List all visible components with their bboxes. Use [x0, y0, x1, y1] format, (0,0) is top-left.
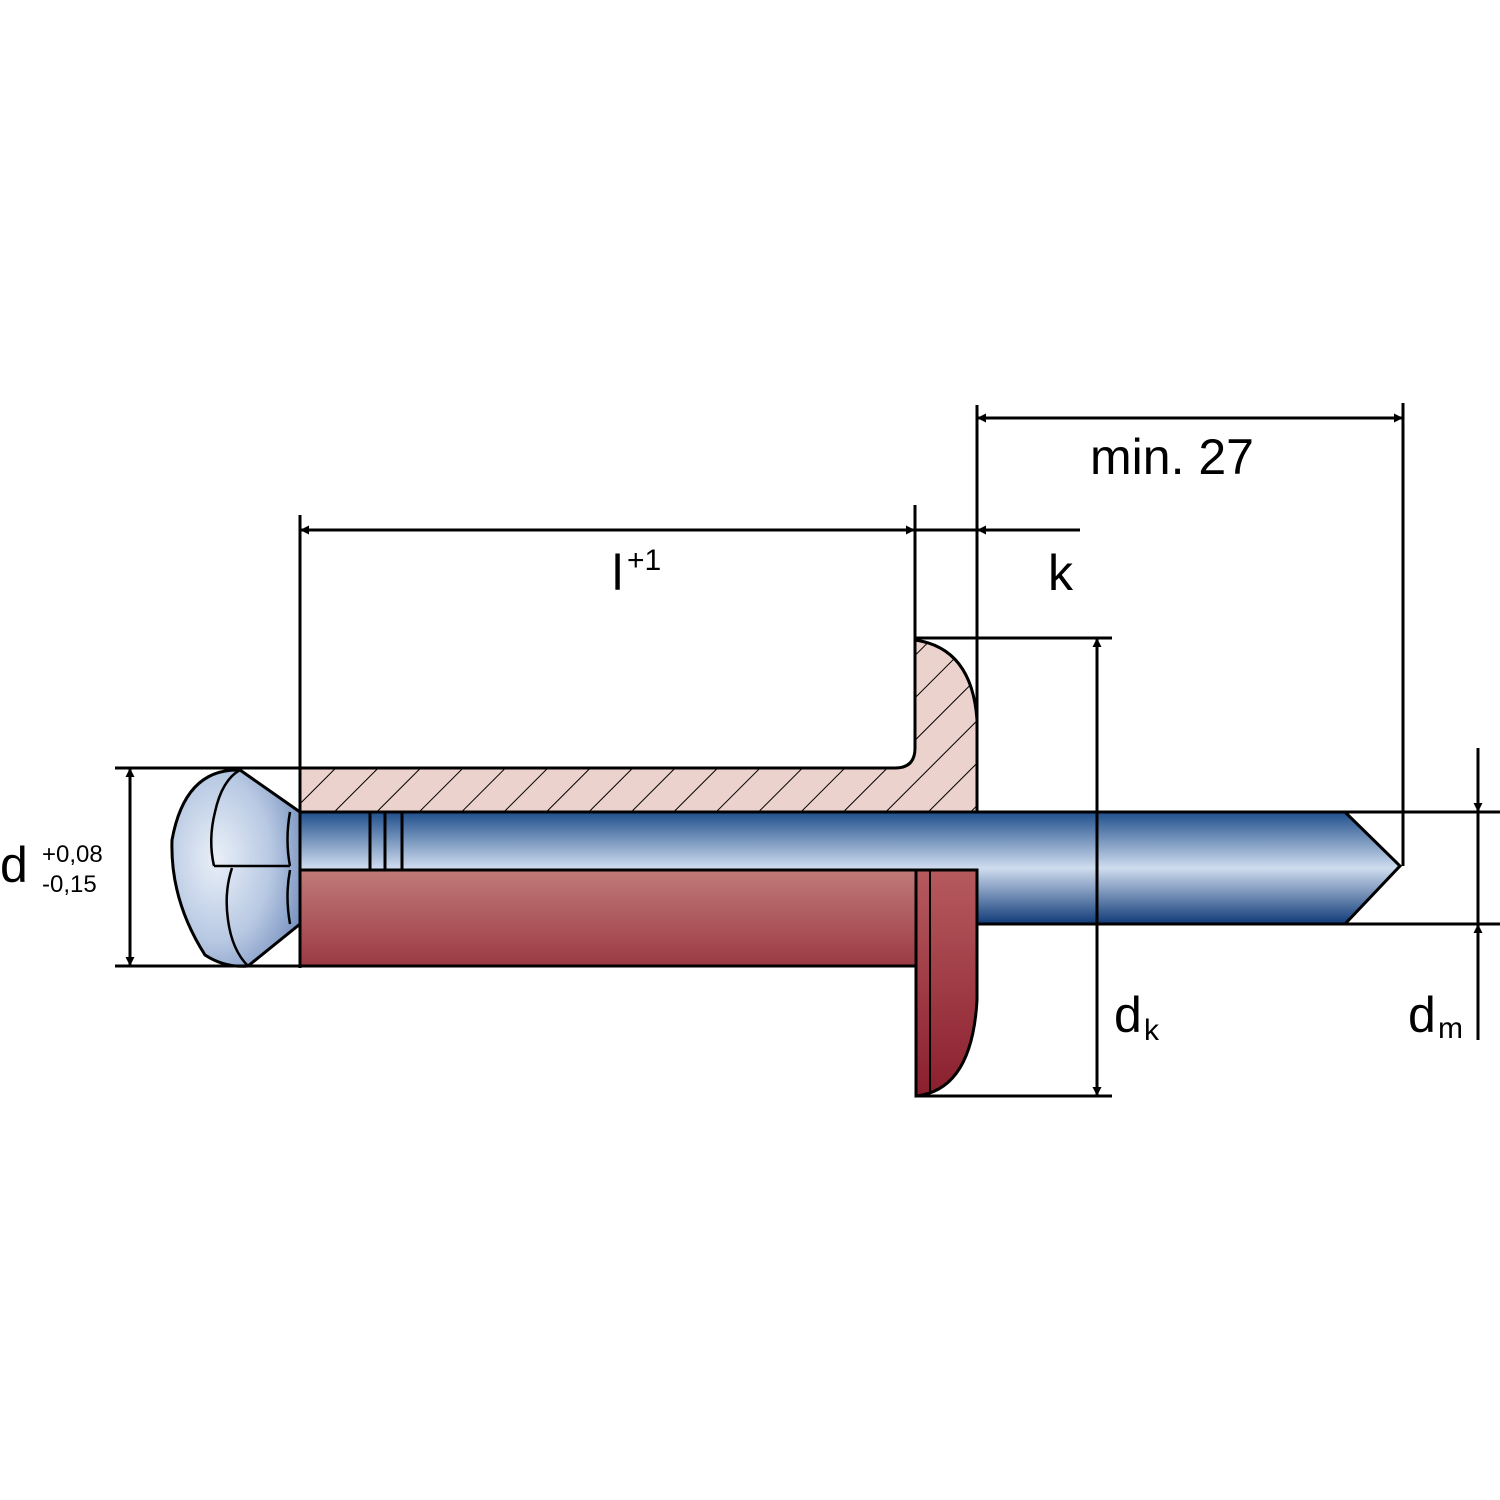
- label-head-height: k: [1048, 545, 1074, 601]
- mandrel-head: [170, 768, 302, 968]
- label-diameter: d: [0, 837, 28, 893]
- label-mandrel-min: min. 27: [1090, 429, 1254, 485]
- label-length: l: [612, 545, 623, 601]
- label-length-tolerance: +1: [627, 544, 661, 577]
- label-mandrel-diameter-sub: m: [1438, 1012, 1463, 1045]
- mandrel-head-lines: [210, 768, 292, 967]
- mandrel-break-notch: [368, 812, 404, 870]
- rivet-flange: [914, 868, 979, 1098]
- rivet-sleeve-section: [298, 638, 979, 814]
- label-mandrel-diameter: d: [1408, 987, 1436, 1043]
- rivet-sleeve-body: [298, 868, 918, 968]
- label-head-diameter: d: [1114, 987, 1142, 1043]
- label-diameter-tol-upper: +0,08: [42, 841, 103, 868]
- label-diameter-tol-lower: -0,15: [42, 871, 97, 898]
- label-head-diameter-sub: k: [1144, 1014, 1160, 1047]
